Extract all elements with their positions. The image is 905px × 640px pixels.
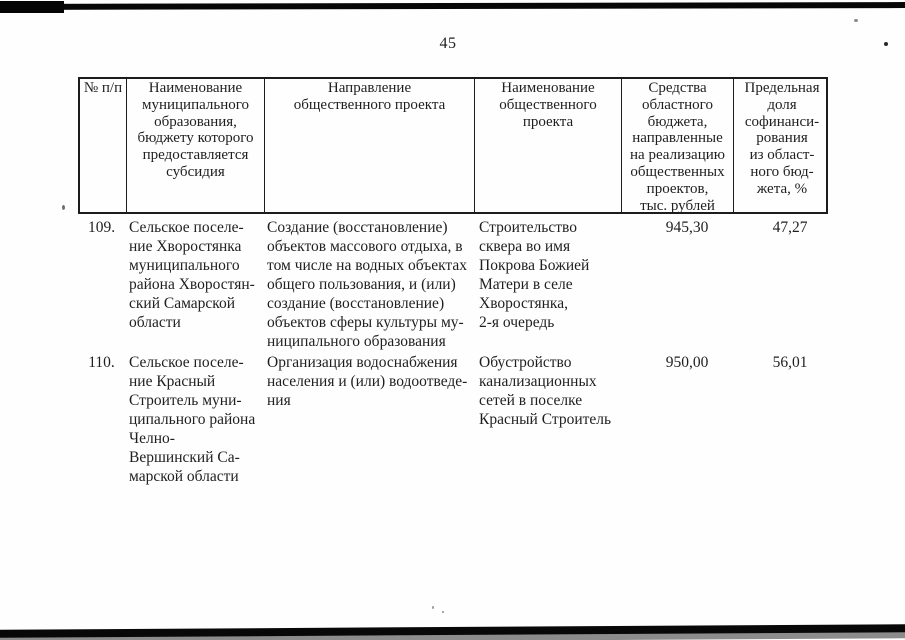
cell-project: Строительство сквера во имя Покрова Божи… xyxy=(479,219,590,331)
cell-funds: 950,00 xyxy=(665,354,709,371)
page-number: 45 xyxy=(439,35,457,52)
cell-direction: Создание (восстановление) объектов массо… xyxy=(267,219,468,350)
header-cell-direction: Направление общественного проекта xyxy=(265,79,475,212)
scan-speck xyxy=(884,42,888,46)
cell-row-number: 109. xyxy=(87,219,116,236)
header-cell-share: Предельная доля софинанси- рования из об… xyxy=(744,80,820,197)
subsidy-table: № п/п Наименование муниципального образо… xyxy=(78,77,828,485)
scan-speck xyxy=(854,19,858,22)
cell-share: 56,01 xyxy=(772,354,808,371)
header-cell-municipality: Наименование муниципального образования,… xyxy=(127,79,265,212)
table-row: 110. Сельское поселе- ние Красный Строит… xyxy=(78,353,828,486)
header-cell-funds: Средства областного бюджета, направленны… xyxy=(622,79,734,212)
cell-municipality: Сельское поселе- ние Хворостянка муницип… xyxy=(129,219,255,331)
cell-project: Обустройство канализационных сетей в пос… xyxy=(479,354,612,428)
scan-edge-bar-top xyxy=(0,2,905,10)
cell-municipality: Сельское поселе- ние Красный Строитель м… xyxy=(129,354,256,485)
header-cell-num: № п/п xyxy=(80,79,127,212)
cell-share: 47,27 xyxy=(772,219,808,236)
cell-direction: Организация водоснабжения населения и (и… xyxy=(267,354,468,409)
table-header-row: № п/п Наименование муниципального образо… xyxy=(78,77,828,214)
scan-speck xyxy=(432,606,434,609)
table-row: 109. Сельское поселе- ние Хворостянка му… xyxy=(78,218,828,351)
header-cell-project: Наименование общественного проекта xyxy=(475,79,622,212)
scan-speck xyxy=(442,611,444,613)
scan-edge-blob-top-left xyxy=(0,1,64,13)
cell-funds: 945,30 xyxy=(665,219,709,236)
cell-row-number: 110. xyxy=(88,354,115,371)
scan-speck xyxy=(62,205,65,210)
